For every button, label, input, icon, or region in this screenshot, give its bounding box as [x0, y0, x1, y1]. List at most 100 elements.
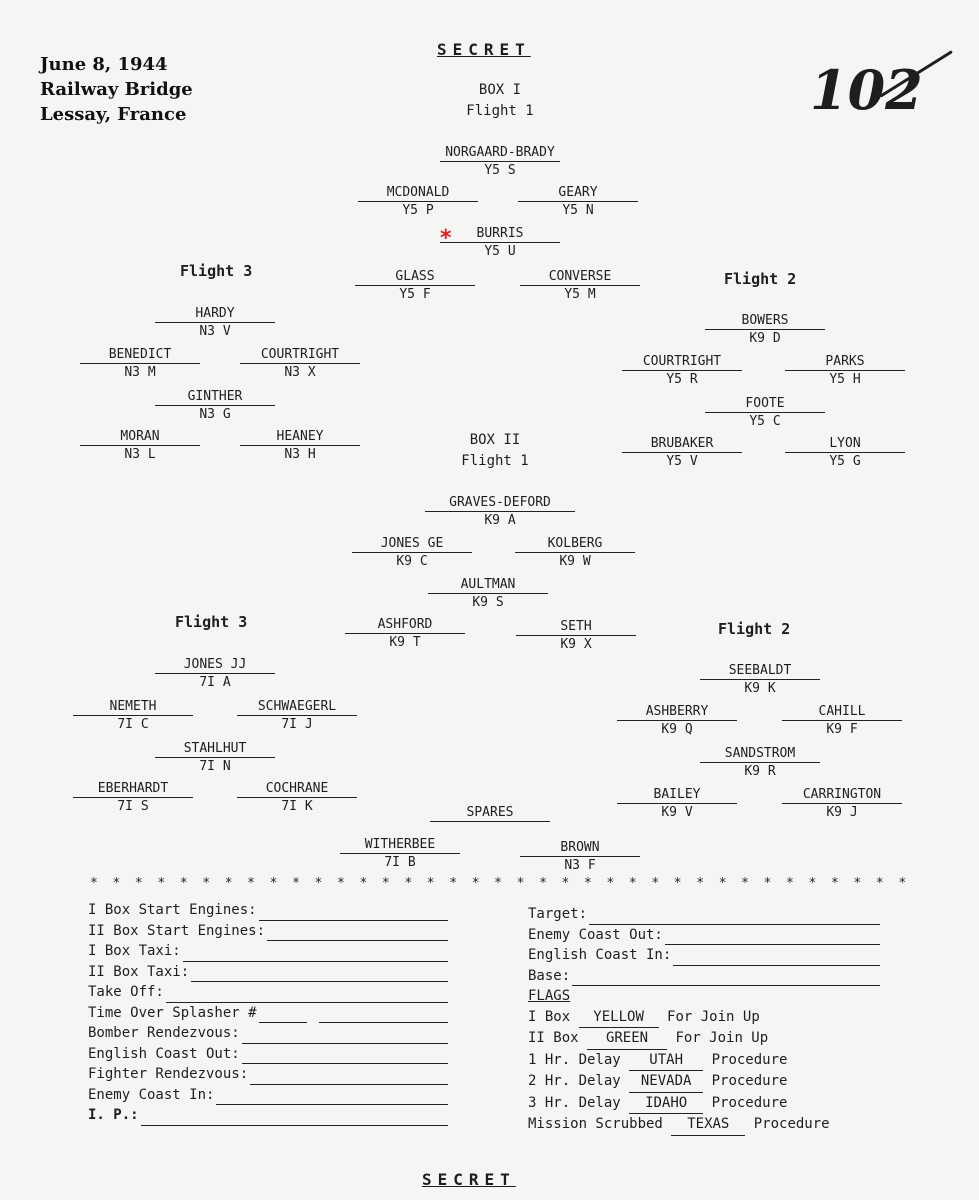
aircraft-code: Y5 C [749, 414, 781, 429]
pilot-name: ASHBERRY [617, 703, 737, 721]
aircraft-slot: SEEBALDT K9 K [700, 662, 820, 697]
field-blank[interactable] [673, 951, 880, 966]
field-blank[interactable] [241, 1029, 448, 1044]
pilot-name: BOWERS [705, 312, 825, 330]
pilot-name: CAHILL [782, 703, 902, 721]
aircraft-slot: HEANEY N3 H [240, 428, 360, 463]
pilot-name: STAHLHUT [155, 740, 275, 758]
aircraft-code: K9 D [749, 331, 781, 346]
pilot-name: CONVERSE [520, 268, 640, 286]
pilot-name: GINTHER [155, 388, 275, 406]
aircraft-slot: ASHFORD K9 T [345, 616, 465, 651]
field-label: I Box Start Engines: [88, 902, 257, 918]
field-blank[interactable] [140, 1111, 448, 1126]
spares-label-slot: SPARES [430, 804, 550, 822]
field-blank[interactable] [258, 906, 448, 921]
flag-suffix: Procedure [753, 1116, 830, 1132]
form-field-row: Target: [528, 904, 880, 925]
aircraft-code: N3 L [124, 447, 156, 462]
form-field-row: English Coast Out: [88, 1044, 448, 1064]
aircraft-slot: BURRIS Y5 U [440, 225, 560, 260]
form-field-row: Bomber Rendezvous: [88, 1023, 448, 1044]
aircraft-code: N3 V [199, 324, 231, 339]
flag-row: 3 Hr. Delay IDAHO Procedure [528, 1093, 880, 1114]
field-blank[interactable] [216, 1090, 448, 1105]
flag-word: NEVADA [629, 1071, 704, 1093]
field-blank[interactable] [572, 971, 880, 986]
aircraft-code: K9 X [560, 637, 592, 652]
aircraft-slot: SANDSTROM K9 R [700, 745, 820, 780]
pilot-name: HEANEY [240, 428, 360, 446]
flag-word: UTAH [629, 1050, 704, 1071]
aircraft-slot: FOOTE Y5 C [705, 395, 825, 430]
aircraft-slot: COURTRIGHT N3 X [240, 346, 360, 381]
caption-target: Railway Bridge [40, 79, 193, 100]
aircraft-code: N3 X [284, 365, 316, 380]
pilot-name: LYON [785, 435, 905, 453]
aircraft-code: Y5 S [484, 163, 516, 178]
aircraft-slot: NORGAARD-BRADY Y5 S [440, 144, 560, 179]
aircraft-slot: BOWERS K9 D [705, 312, 825, 347]
aircraft-code: Y5 F [399, 287, 431, 302]
flag-row: 2 Hr. Delay NEVADA Procedure [528, 1071, 880, 1093]
aircraft-slot: COCHRANE 7I K [237, 780, 357, 815]
aircraft-code: K9 C [396, 554, 428, 569]
aircraft-code: 7I A [199, 675, 231, 690]
pilot-name: GRAVES-DEFORD [425, 494, 575, 512]
aircraft-code: Y5 H [829, 372, 861, 387]
box2-heading: BOX II Flight 1 [415, 430, 575, 472]
form-field-row: II Box Start Engines: [88, 921, 448, 941]
pilot-name: BRUBAKER [622, 435, 742, 453]
aircraft-code: N3 F [564, 858, 596, 873]
aircraft-slot: GINTHER N3 G [155, 388, 275, 423]
form-field-row: Time Over Splasher # [88, 1003, 448, 1023]
flag-prefix: 2 Hr. Delay [528, 1073, 621, 1089]
flag-suffix: Procedure [711, 1051, 788, 1068]
aircraft-code: K9 F [826, 722, 858, 737]
box1-label: BOX I [478, 82, 522, 98]
pilot-name: MORAN [80, 428, 200, 446]
field-blank[interactable] [191, 967, 448, 982]
pilot-name: BROWN [520, 839, 640, 857]
pilot-name: BENEDICT [80, 346, 200, 364]
aircraft-code: Y5 M [564, 287, 596, 302]
splasher-number-blank[interactable] [258, 1008, 307, 1023]
burris-marker-icon: * [440, 226, 452, 251]
flag-word: GREEN [587, 1028, 668, 1050]
field-blank[interactable] [318, 1008, 448, 1023]
field-blank[interactable] [241, 1049, 448, 1064]
aircraft-code: K9 A [484, 513, 516, 528]
pilot-name: COURTRIGHT [622, 353, 742, 371]
aircraft-code: 7I B [384, 855, 416, 870]
aircraft-code: K9 K [744, 681, 776, 696]
aircraft-slot: SCHWAEGERL 7I J [237, 698, 357, 733]
field-blank[interactable] [182, 947, 448, 962]
pilot-name: GLASS [355, 268, 475, 286]
aircraft-code: K9 V [661, 805, 693, 820]
field-blank[interactable] [250, 1070, 448, 1085]
field-blank[interactable] [589, 910, 880, 925]
aircraft-slot: LYON Y5 G [785, 435, 905, 470]
field-label: Target: [528, 906, 588, 922]
flag-prefix: 3 Hr. Delay [528, 1094, 621, 1111]
aircraft-slot: CARRINGTON K9 J [782, 786, 902, 821]
aircraft-code: 7I S [117, 799, 149, 814]
form-field-row: Fighter Rendezvous: [88, 1064, 448, 1085]
field-label: Time Over Splasher # [88, 1004, 257, 1021]
form-field-row: I Box Start Engines: [88, 900, 448, 921]
field-blank[interactable] [165, 988, 448, 1003]
box2-flight3-label: Flight 3 [175, 613, 248, 631]
pilot-name: ASHFORD [345, 616, 465, 634]
field-label: Enemy Coast Out: [528, 926, 663, 943]
aircraft-code: Y5 V [666, 454, 698, 469]
field-label: Enemy Coast In: [88, 1086, 215, 1103]
aircraft-code: Y5 N [562, 203, 594, 218]
timing-form-left: I Box Start Engines: II Box Start Engine… [88, 900, 448, 1126]
aircraft-code: Y5 G [829, 454, 861, 469]
field-blank[interactable] [267, 926, 448, 941]
aircraft-slot: STAHLHUT 7I N [155, 740, 275, 775]
aircraft-slot: GRAVES-DEFORD K9 A [425, 494, 575, 529]
flag-word: YELLOW [578, 1007, 659, 1028]
field-blank[interactable] [664, 930, 880, 945]
form-field-row: I. P.: [88, 1105, 448, 1126]
